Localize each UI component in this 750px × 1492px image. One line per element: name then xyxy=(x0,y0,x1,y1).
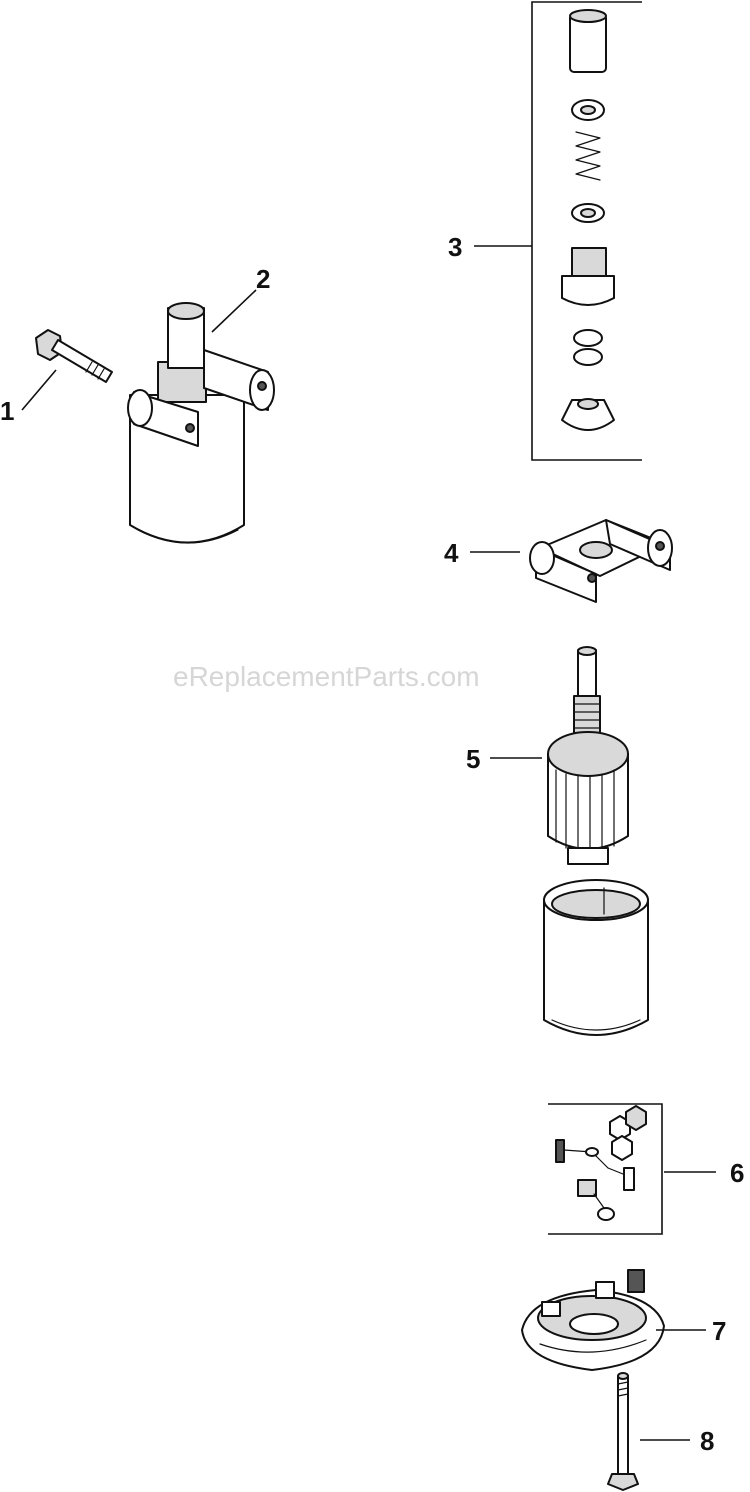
part-8-through-bolt[interactable] xyxy=(607,1372,639,1491)
callout-6[interactable]: 6 xyxy=(730,1158,744,1188)
part-3-kit-box xyxy=(531,1,642,461)
callout-5[interactable]: 5 xyxy=(466,744,480,774)
frame-housing[interactable] xyxy=(543,879,649,1036)
part-1-bolt[interactable] xyxy=(35,329,113,383)
part-7-end-cap[interactable] xyxy=(521,1269,665,1371)
callout-7[interactable]: 7 xyxy=(712,1316,726,1346)
callout-2[interactable]: 2 xyxy=(256,264,270,294)
watermark-text: eReplacementParts.com xyxy=(173,661,480,692)
part-6-kit-box xyxy=(548,1103,663,1235)
leader-1 xyxy=(21,369,57,411)
callout-4[interactable]: 4 xyxy=(444,538,459,568)
callout-1[interactable]: 1 xyxy=(0,396,14,426)
part-3-drive-kit[interactable] xyxy=(561,9,615,431)
callout-3[interactable]: 3 xyxy=(448,232,462,262)
part-4-bracket[interactable] xyxy=(529,519,673,603)
callout-8[interactable]: 8 xyxy=(700,1426,714,1456)
part-2-starter-motor[interactable] xyxy=(127,302,275,544)
part-6-brush-kit[interactable] xyxy=(555,1105,647,1221)
leader-2 xyxy=(211,289,257,333)
part-5-armature[interactable] xyxy=(547,646,629,865)
